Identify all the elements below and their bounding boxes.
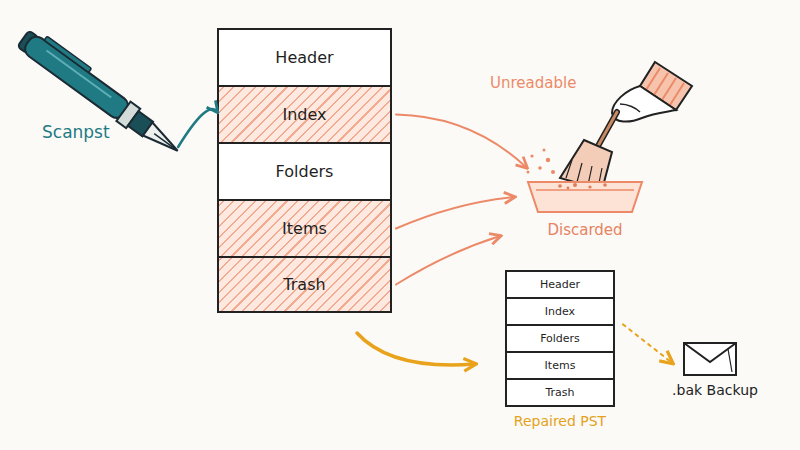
repaired-stack: Repaired PST HeaderIndexFoldersItemsTrash (505, 270, 615, 430)
stack-row: Folders (217, 142, 392, 201)
stack-row: Folders (505, 324, 615, 353)
stack-row: Trash (217, 256, 392, 313)
stack-row: Items (217, 199, 392, 258)
backup-node: .bak Backup (660, 340, 770, 405)
row-label: Items (545, 359, 576, 372)
flow-arrow (396, 115, 527, 168)
node-label: Repaired PST (505, 413, 615, 429)
dustpan-node: Discarded (520, 165, 650, 245)
row-label: Index (545, 305, 575, 318)
row-label: Trash (545, 386, 574, 399)
stack-row: Index (505, 297, 615, 326)
flow-arrow (357, 333, 475, 365)
node-label: Scanpst (42, 122, 110, 142)
row-label: Items (282, 219, 327, 238)
stack-row: Header (217, 28, 392, 87)
node-label: .bak Backup (660, 382, 770, 398)
stack-row: Trash (505, 378, 615, 407)
flow-arrow (623, 324, 672, 362)
row-label: Header (275, 48, 333, 67)
annotation-label: Unreadable (490, 74, 576, 92)
row-label: Header (540, 278, 580, 291)
stack-row: Items (505, 351, 615, 380)
tool-node: Scanpst (20, 30, 190, 160)
flow-arrow (396, 236, 500, 285)
row-label: Folders (276, 162, 334, 181)
row-label: Folders (540, 332, 580, 345)
node-label: Discarded (520, 221, 650, 239)
dustpan-illustration (528, 182, 642, 212)
row-label: Trash (283, 275, 325, 294)
flow-arrow (396, 197, 514, 229)
row-label: Index (282, 105, 326, 124)
stack-row: Header (505, 270, 615, 299)
flow-arrow (178, 109, 217, 147)
envelope-icon (684, 343, 736, 375)
pen-illustration (16, 26, 187, 161)
stack-row: Index (217, 85, 392, 144)
